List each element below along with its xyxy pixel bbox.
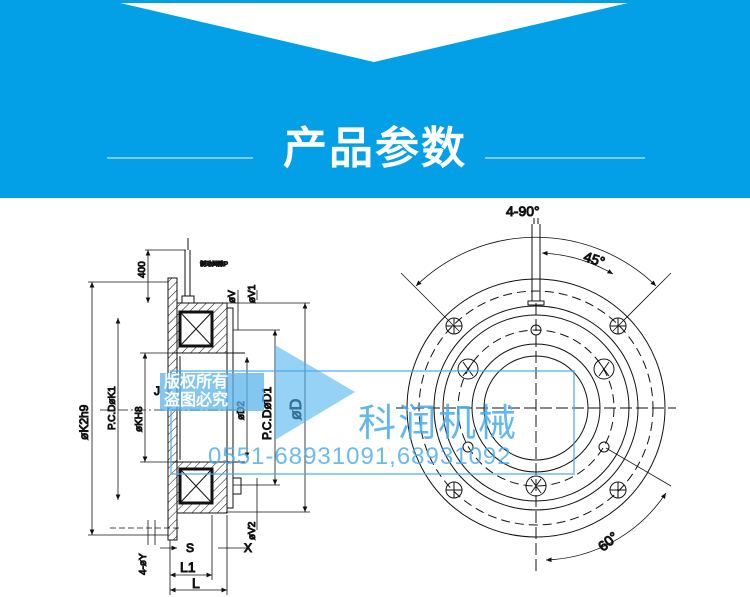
title-divider-right — [485, 157, 645, 159]
header-banner: 产品参数 — [0, 0, 750, 198]
bolt-head — [232, 477, 242, 495]
cable-gland — [181, 295, 195, 304]
dim-x: X — [244, 541, 252, 555]
cable — [531, 218, 541, 301]
dim-v2: øV2 — [247, 521, 258, 540]
dim-gap: 制动间隙P — [200, 260, 228, 268]
dim-cable-length: 400 — [137, 261, 148, 278]
front-view: 4-90° 45° 60° — [396, 203, 676, 573]
dim-kh8: øKH8 — [134, 406, 145, 432]
dim-y: 4-øY — [138, 553, 149, 575]
dim-k1: P.C.DøK1 — [107, 386, 118, 430]
watermark-frame — [170, 370, 575, 475]
angle-45: 45° — [582, 248, 607, 270]
watermark-phone: 0551-68931091,68931092 — [208, 443, 512, 470]
dim-s: S — [186, 541, 194, 555]
dim-v1: øV1 — [247, 284, 258, 303]
screw-holes — [457, 324, 615, 497]
watermark-line1: 版权所有 — [164, 372, 229, 391]
title-divider-left — [107, 157, 253, 159]
watermark-line2: 盗图必究 — [164, 390, 229, 409]
cable — [184, 238, 191, 296]
dim-l1: L1 — [180, 559, 196, 575]
dim-v: øV — [227, 290, 238, 303]
dim-l: L — [192, 575, 200, 591]
angle-4x90: 4-90° — [506, 203, 540, 219]
watermark-copyright: 版权所有 盗图必究 — [160, 373, 264, 411]
dim-j: J — [154, 384, 160, 398]
technical-drawing: øK2h9 P.C.DøK1 øKH8 400 制动间隙P øV øV1 øD2… — [77, 203, 676, 595]
watermark-arrow — [275, 345, 355, 440]
banner-notch-decoration — [120, 3, 628, 62]
page-title: 产品参数 — [283, 123, 467, 174]
dim-k2: øK2h9 — [77, 404, 91, 440]
angle-60: 60° — [595, 528, 622, 554]
watermark-company: 科润机械 — [358, 401, 519, 445]
